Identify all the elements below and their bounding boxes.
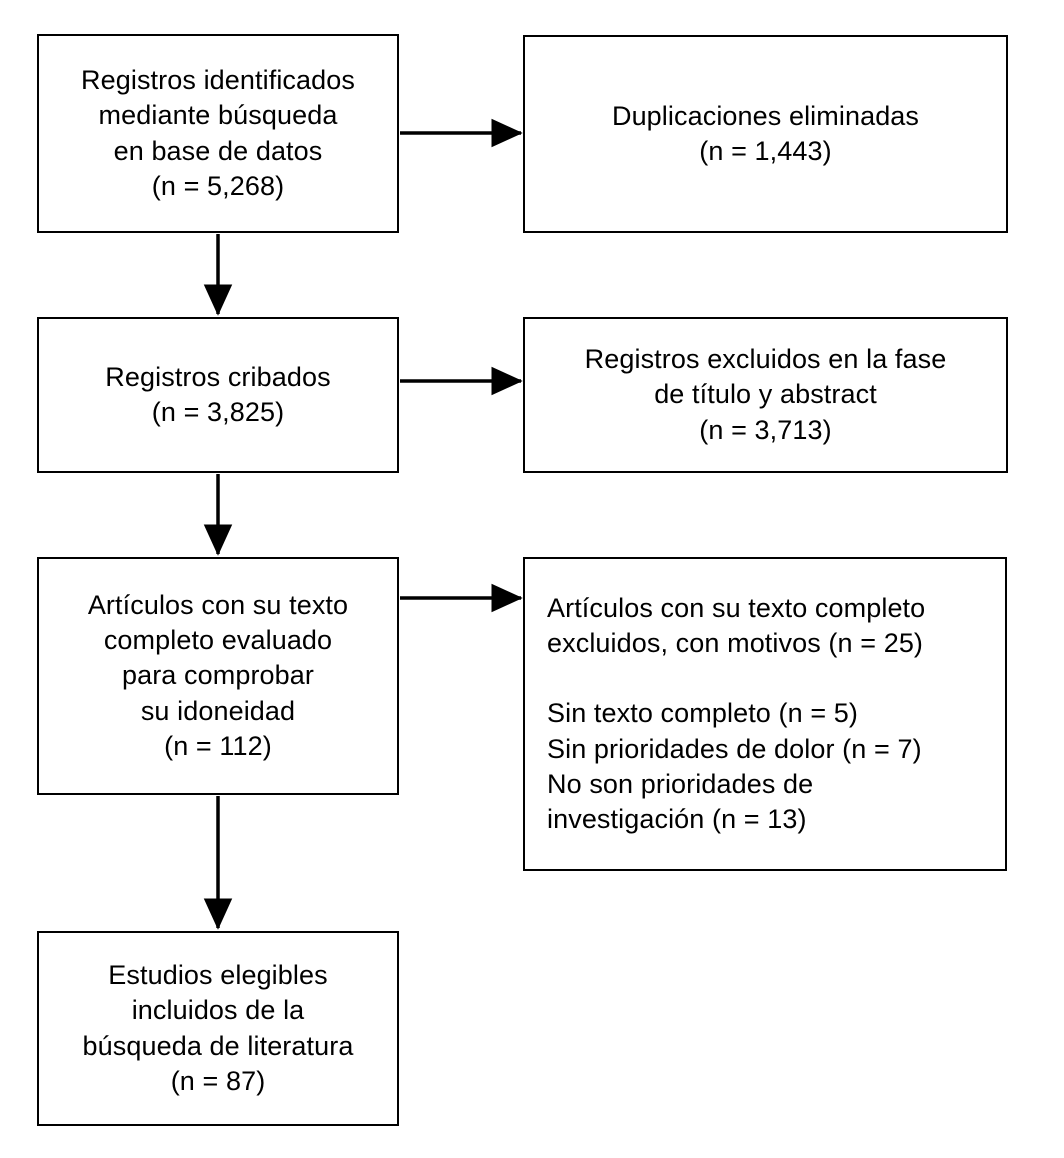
box-duplicates-removed-text: Duplicaciones eliminadas (n = 1,443) xyxy=(611,100,920,166)
box-duplicates-removed: Duplicaciones eliminadas (n = 1,443) xyxy=(523,35,1008,233)
box-records-screened-text: Registros cribados (n = 3,825) xyxy=(105,361,331,427)
box-records-identified-text: Registros identificados mediante búsqued… xyxy=(81,65,355,201)
box-records-identified: Registros identificados mediante búsqued… xyxy=(37,34,399,233)
box-records-excluded: Registros excluidos en la fase de título… xyxy=(523,317,1008,473)
box-studies-included: Estudios elegibles incluidos de la búsqu… xyxy=(37,931,399,1126)
box-fulltext-assessed-text: Artículos con su texto completo evaluado… xyxy=(87,590,349,761)
box-records-screened: Registros cribados (n = 3,825) xyxy=(37,317,399,473)
box-fulltext-assessed: Artículos con su texto completo evaluado… xyxy=(37,557,399,795)
box-records-excluded-text: Registros excluidos en la fase de título… xyxy=(584,344,947,445)
box-studies-included-text: Estudios elegibles incluidos de la búsqu… xyxy=(82,960,354,1096)
box-fulltext-excluded-text: Artículos con su texto completo excluido… xyxy=(547,593,926,834)
box-fulltext-excluded: Artículos con su texto completo excluido… xyxy=(523,557,1007,871)
